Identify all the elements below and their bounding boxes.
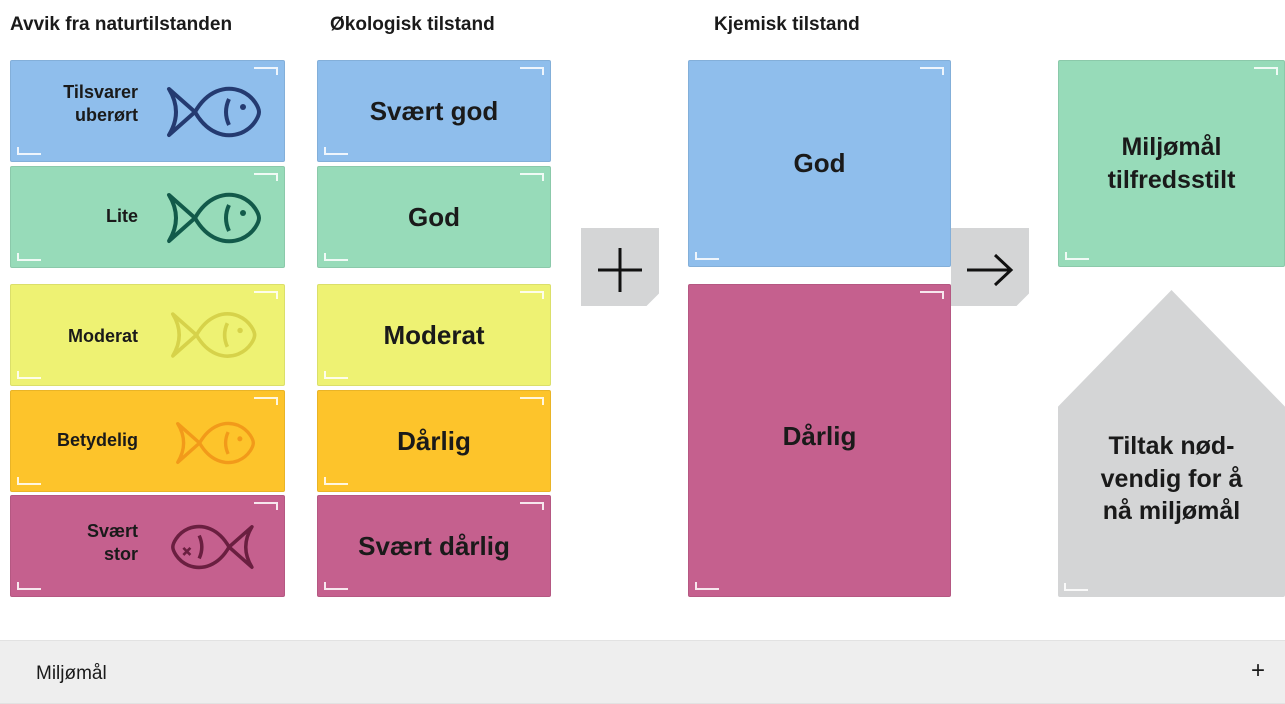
plus-operator <box>581 228 659 306</box>
deviation-label: Svært stor <box>86 521 138 565</box>
result-action-label: Tiltak nød- vendig for å nå miljømål <box>1100 432 1243 525</box>
ecological-box-very-poor: Svært dårlig <box>317 495 551 597</box>
deviation-label: Tilsvarer uberørt <box>63 82 138 126</box>
ecological-box-good: God <box>317 166 551 268</box>
deviation-box-small: Lite <box>10 166 285 268</box>
deviation-box-very-large: Svært stor <box>10 495 285 597</box>
result-goal-met: Miljømål tilfredsstilt <box>1058 60 1285 267</box>
deviation-box-untouched: Tilsvarer uberørt <box>10 60 285 162</box>
ecological-box-very-good: Svært god <box>317 60 551 162</box>
result-action-needed: Tiltak nød- vendig for å nå miljømål <box>1058 290 1285 597</box>
fish-icon <box>167 86 261 138</box>
deviation-label: Lite <box>105 206 138 226</box>
ecological-label: Svært god <box>369 95 499 126</box>
deviation-box-moderate: Moderat <box>10 284 285 386</box>
heading-deviation: Avvik fra naturtilstanden <box>10 14 233 35</box>
ecological-label: Moderat <box>383 319 485 350</box>
dead-fish-icon <box>171 524 254 570</box>
arrow-operator <box>951 228 1029 306</box>
plus-icon <box>598 248 642 292</box>
fish-icon <box>171 312 257 358</box>
deviation-box-significant: Betydelig <box>10 390 285 492</box>
accordion-environmental-goals[interactable]: Miljømål + <box>0 640 1285 704</box>
accordion-title[interactable]: Miljømål <box>36 663 107 684</box>
chemical-box-poor: Dårlig <box>688 284 951 597</box>
arrow-right-icon <box>967 253 1014 287</box>
heading-chemical: Kjemisk tilstand <box>714 14 860 35</box>
ecological-box-poor: Dårlig <box>317 390 551 492</box>
result-goal-met-label: Miljømål tilfredsstilt <box>1107 133 1236 194</box>
fish-icon <box>167 192 261 244</box>
chemical-label: Dårlig <box>782 421 857 451</box>
heading-ecological: Økologisk tilstand <box>330 14 495 35</box>
ecological-label: Dårlig <box>397 425 471 456</box>
ecological-label: God <box>408 201 460 232</box>
expand-icon[interactable]: + <box>1250 657 1265 684</box>
ecological-label: Svært dårlig <box>358 530 510 561</box>
fish-icon <box>176 421 255 465</box>
deviation-label: Betydelig <box>56 430 138 450</box>
deviation-label: Moderat <box>67 326 138 346</box>
chemical-box-good: God <box>688 60 951 267</box>
chemical-label: God <box>793 148 846 178</box>
ecological-box-moderate: Moderat <box>317 284 551 386</box>
